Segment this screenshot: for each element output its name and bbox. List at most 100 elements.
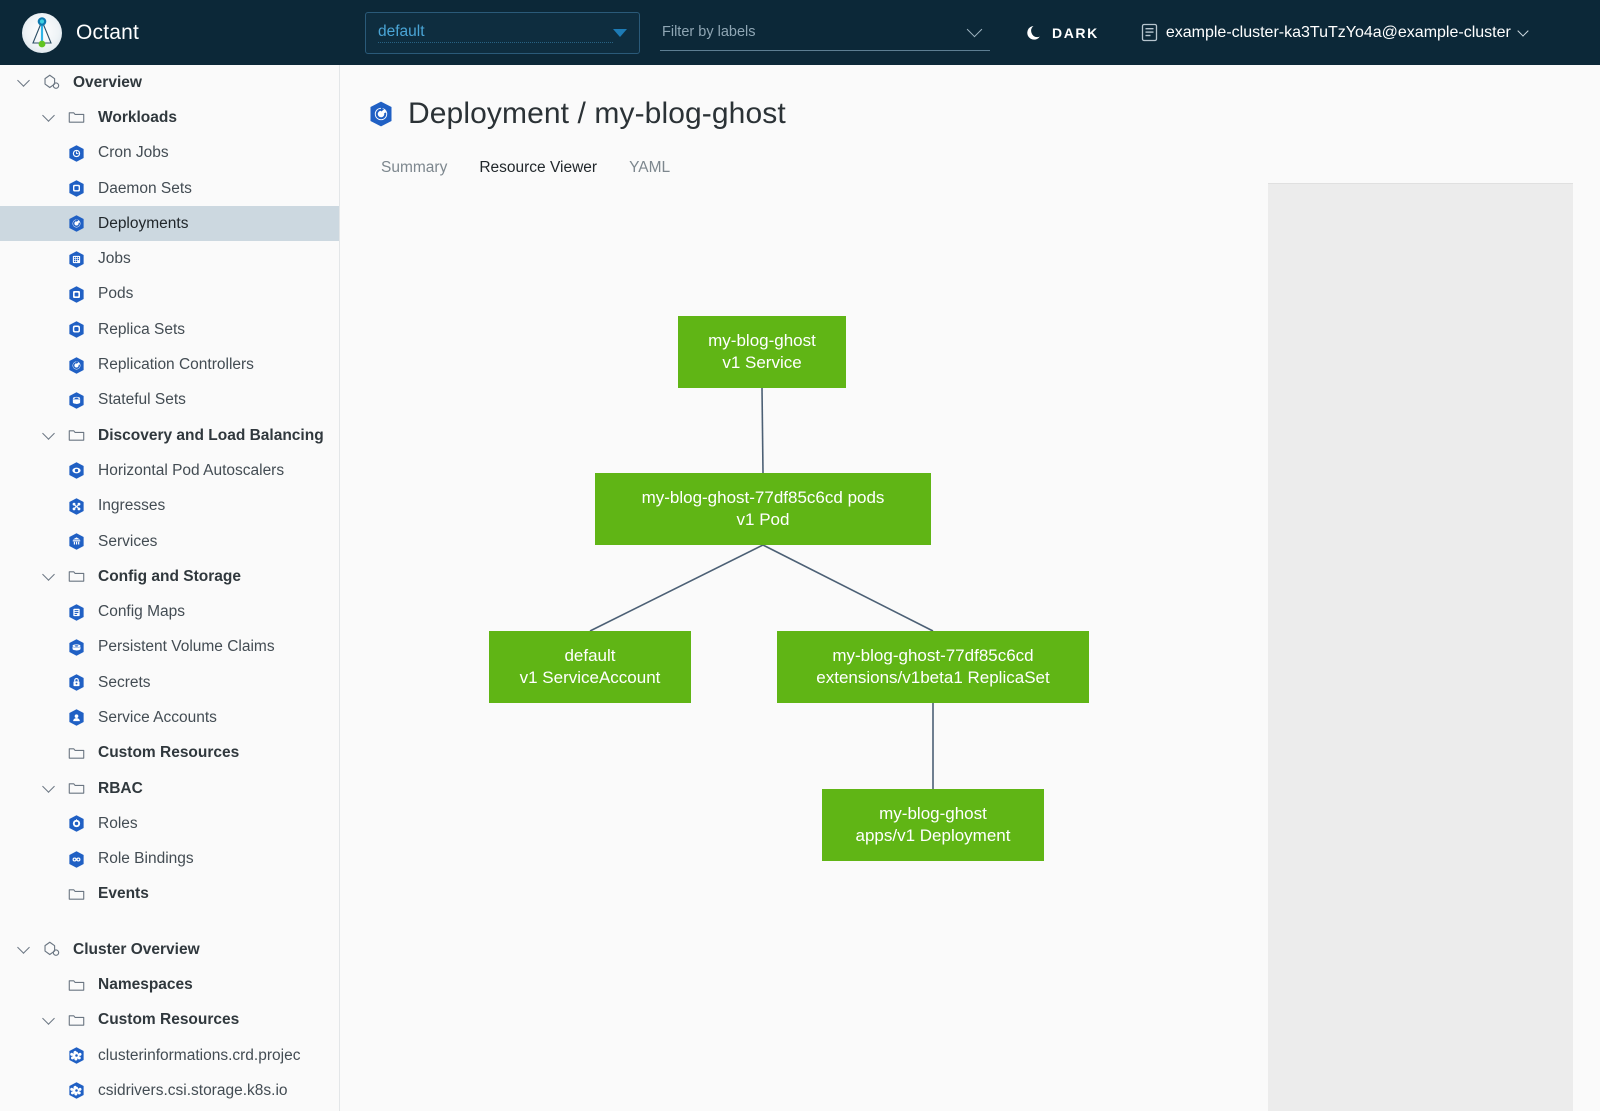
sidebar-item-config-maps[interactable]: Config Maps (0, 594, 339, 629)
sidebar-item-cluster-overview[interactable]: Cluster Overview (0, 932, 339, 967)
sidebar-item-replication-controllers[interactable]: Replication Controllers (0, 347, 339, 382)
cluster-picker[interactable]: example-cluster-ka3TuTzYo4a@example-clus… (1141, 23, 1529, 42)
crd-icon (68, 1047, 84, 1064)
chevron-down-icon[interactable] (8, 74, 38, 89)
chevron-down-icon[interactable] (8, 941, 38, 956)
detail-side-panel (1268, 183, 1573, 1111)
main-content: Deployment / my-blog-ghost Summary Resour… (341, 65, 1600, 1111)
sidebar-item-role-bindings[interactable]: Role Bindings (0, 842, 339, 877)
sidebar-item-overview[interactable]: Overview (0, 65, 339, 100)
chevron-down-icon[interactable] (33, 1011, 63, 1027)
sidebar-item-label: Config and Storage (98, 567, 241, 585)
octant-logo-icon (22, 12, 62, 53)
sidebar-item-service-accounts[interactable]: Service Accounts (0, 700, 339, 735)
sidebar-item-services[interactable]: Services (0, 524, 339, 559)
namespace-value: default (378, 23, 613, 43)
folder-icon (68, 748, 84, 759)
folder-icon (68, 783, 84, 794)
sidebar-item-label: Secrets (98, 673, 151, 691)
sidebar-item-stateful-sets[interactable]: Stateful Sets (0, 383, 339, 418)
chevron-down-icon[interactable] (33, 109, 63, 124)
folder-icon (68, 889, 84, 900)
cronjob-icon (68, 145, 84, 162)
overview-icon (43, 941, 59, 957)
sidebar-item-label: Workloads (98, 108, 177, 126)
sidebar-item-replica-sets[interactable]: Replica Sets (0, 312, 339, 347)
sidebar-item-deployments[interactable]: Deployments (0, 206, 339, 242)
hpa-icon (68, 462, 84, 480)
sidebar-item-persistent-volume-claims[interactable]: Persistent Volume Claims (0, 630, 339, 665)
theme-toggle[interactable]: DARK (1025, 24, 1099, 42)
namespace-select[interactable]: default (365, 11, 640, 54)
sidebar-item-rbac[interactable]: RBAC (0, 771, 339, 806)
brand[interactable]: Octant (0, 12, 340, 53)
sidebar-item-csidrivers-csi-storage-k8s-io[interactable]: csidrivers.csi.storage.k8s.io (0, 1073, 339, 1108)
sidebar-item-daemon-sets[interactable]: Daemon Sets (0, 171, 339, 206)
chevron-down-icon[interactable] (33, 568, 63, 583)
crd-icon (68, 1082, 84, 1100)
sidebar-item-horizontal-pod-autoscalers[interactable]: Horizontal Pod Autoscalers (0, 453, 339, 488)
sidebar-item-cron-jobs[interactable]: Cron Jobs (0, 136, 339, 171)
sidebar-item-label: RBAC (98, 779, 143, 797)
brand-name: Octant (76, 20, 140, 44)
statefulset-icon (68, 392, 84, 409)
sidebar-item-ingresses[interactable]: Ingresses (0, 489, 339, 524)
sidebar-item-events[interactable]: Events (0, 877, 339, 912)
folder-icon-wrap (63, 780, 89, 797)
replicaset-icon (68, 321, 84, 338)
sidebar-item-workloads[interactable]: Workloads (0, 100, 339, 135)
sidebar-item-label: Horizontal Pod Autoscalers (98, 461, 285, 479)
label-filter[interactable]: Filter by labels (660, 15, 990, 51)
tab-summary[interactable]: Summary (381, 159, 448, 176)
sidebar-item-jobs[interactable]: Jobs (0, 241, 339, 276)
tab-resource-viewer[interactable]: Resource Viewer (463, 153, 613, 188)
sidebar-item-label: clusterinformations.crd.projec (98, 1046, 301, 1064)
sidebar-item-discovery-and-load-balancing[interactable]: Discovery and Load Balancing (0, 418, 339, 453)
theme-toggle-label: DARK (1052, 24, 1099, 41)
sidebar-item-custom-resources[interactable]: Custom Resources (0, 736, 339, 771)
graph-edge (761, 387, 764, 474)
page-title: Deployment / my-blog-ghost (341, 65, 1600, 131)
app-header: Octant default Filter by labels DARK exa… (0, 0, 1600, 65)
sidebar-item-pods[interactable]: Pods (0, 277, 339, 312)
caret-down-icon (613, 28, 627, 37)
sidebar-item-roles[interactable]: Roles (0, 806, 339, 841)
service-icon (68, 533, 84, 550)
sidebar-item-label: Overview (73, 73, 142, 91)
sidebar-item-secrets[interactable]: Secrets (0, 665, 339, 700)
secret-icon (68, 674, 84, 691)
tab-yaml[interactable]: YAML (629, 159, 671, 176)
crd-icon-wrap (63, 1046, 89, 1065)
sidebar-item-label: Pods (98, 285, 134, 303)
statefulset-icon-wrap (63, 391, 89, 410)
pvc-icon-wrap (63, 638, 89, 657)
job-icon (68, 250, 84, 268)
chevron-down-icon[interactable] (33, 780, 63, 795)
sidebar-item-custom-resources[interactable]: Custom Resources (0, 1003, 339, 1038)
chevron-down-icon[interactable] (33, 427, 63, 442)
sidebar-item-namespaces[interactable]: Namespaces (0, 967, 339, 1002)
graph-node-name: my-blog-ghost-77df85c6cd pods (641, 488, 885, 508)
graph-node-pod[interactable]: my-blog-ghost-77df85c6cd pods v1 Pod (595, 473, 931, 545)
role-icon (68, 815, 84, 833)
sidebar-item-config-and-storage[interactable]: Config and Storage (0, 559, 339, 594)
ingress-icon (68, 497, 84, 515)
folder-icon-wrap (63, 109, 89, 126)
cronjob-icon-wrap (63, 144, 89, 163)
deployment-icon (370, 101, 392, 127)
deployment-icon-wrap (63, 214, 89, 233)
sidebar-item-label: Config Maps (98, 603, 186, 621)
graph-node-kind: v1 Pod (736, 510, 790, 529)
daemonset-icon-wrap (63, 179, 89, 198)
graph-node-name: default (564, 646, 616, 666)
folder-icon-wrap (63, 886, 89, 903)
sidebar-item-label: Stateful Sets (98, 391, 186, 409)
overview-icon (43, 74, 59, 89)
sidebar-item-clusterinformations-crd-projec[interactable]: clusterinformations.crd.projec (0, 1038, 339, 1073)
